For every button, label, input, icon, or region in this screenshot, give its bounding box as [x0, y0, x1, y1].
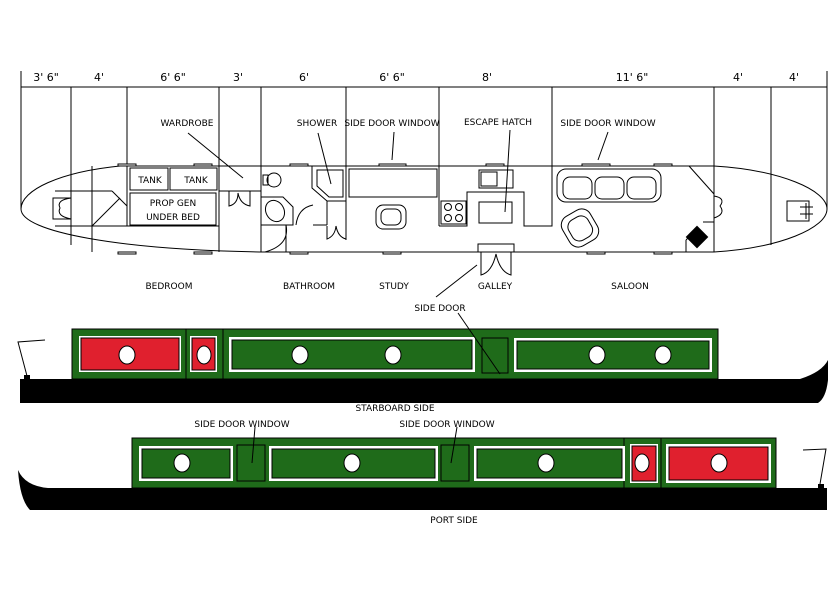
tank-box	[129, 167, 169, 191]
sink	[478, 169, 514, 189]
dimension-label: 6' 6"	[160, 71, 186, 84]
dimension-label: 3' 6"	[33, 71, 59, 84]
tiller-fitting	[786, 200, 813, 222]
armchair	[560, 208, 600, 248]
dimension-label: 6'	[299, 71, 309, 84]
sofa	[556, 168, 662, 203]
shower-callout: SHOWER	[297, 119, 337, 129]
desk	[348, 168, 438, 198]
dimension-label: 8'	[482, 71, 492, 84]
starboard-hull	[20, 360, 828, 403]
tank-label: TANK	[137, 176, 163, 186]
stove	[685, 225, 709, 249]
hull-plan-outline	[20, 163, 828, 255]
dimension-label: 4'	[94, 71, 104, 84]
room-label-galley: GALLEY	[478, 282, 513, 292]
window-markers	[117, 163, 673, 255]
room-label-bedroom: BEDROOM	[146, 282, 193, 292]
side-door-window-callout: SIDE DOOR WINDOW	[560, 119, 655, 129]
side-door-window-callout: SIDE DOOR WINDOW	[194, 420, 289, 430]
bathroom-layout	[261, 132, 347, 253]
dimension-label: 11' 6"	[616, 71, 649, 84]
wardrobe-callout: WARDROBE	[161, 119, 214, 129]
room-labels: BEDROOM BATHROOM STUDY GALLEY SALOON	[146, 282, 649, 292]
callout-labels: WARDROBE SHOWER SIDE DOOR WINDOW ESCAPE …	[161, 118, 656, 314]
room-label-saloon: SALOON	[611, 282, 649, 292]
dimension-labels: 3' 6" 4' 6' 6" 3' 6' 6' 6" 8' 11' 6" 4' …	[33, 71, 799, 84]
tank-box	[169, 167, 218, 191]
hob	[440, 200, 467, 225]
side-door-window	[440, 444, 470, 482]
prop-gen-label: UNDER BED	[146, 213, 200, 223]
port-side-label: PORT SIDE	[430, 516, 478, 526]
saloon-layout	[556, 131, 723, 252]
dimension-label: 4'	[733, 71, 743, 84]
shower-tray	[316, 169, 344, 198]
dimension-grid	[20, 71, 828, 252]
wardrobe	[187, 132, 261, 207]
port-hull	[18, 470, 827, 510]
starboard-elevation: STARBOARD SIDE	[17, 312, 828, 414]
port-elevation: SIDE DOOR WINDOW SIDE DOOR WINDOW PORT S…	[18, 420, 827, 526]
tank-label: TANK	[183, 176, 209, 186]
room-label-bathroom: BATHROOM	[283, 282, 335, 292]
side-door-step	[477, 243, 515, 253]
side-door	[481, 337, 509, 374]
bedroom-layout: TANK TANK PROP GEN UNDER BED	[52, 166, 219, 227]
portholes	[173, 453, 728, 473]
galley-layout	[435, 129, 553, 298]
side-door-window-callout: SIDE DOOR WINDOW	[399, 420, 494, 430]
room-label-study: STUDY	[379, 282, 409, 292]
dimension-label: 6' 6"	[379, 71, 405, 84]
prop-gen-label: PROP GEN	[150, 199, 196, 209]
study-layout	[345, 131, 438, 240]
side-door-window	[236, 444, 266, 482]
side-door-callout: SIDE DOOR	[414, 304, 465, 314]
toilet	[266, 172, 282, 188]
side-door-window-callout: SIDE DOOR WINDOW	[344, 119, 439, 129]
basin	[264, 199, 286, 223]
escape-hatch-callout: ESCAPE HATCH	[464, 118, 532, 128]
study-chair	[375, 204, 407, 230]
prop-gen-box	[129, 192, 217, 226]
dimension-label: 4'	[789, 71, 799, 84]
starboard-side-label: STARBOARD SIDE	[355, 404, 434, 414]
dimension-label: 3'	[233, 71, 243, 84]
portholes	[118, 345, 672, 365]
island	[478, 201, 513, 224]
bow-doors	[52, 197, 72, 220]
